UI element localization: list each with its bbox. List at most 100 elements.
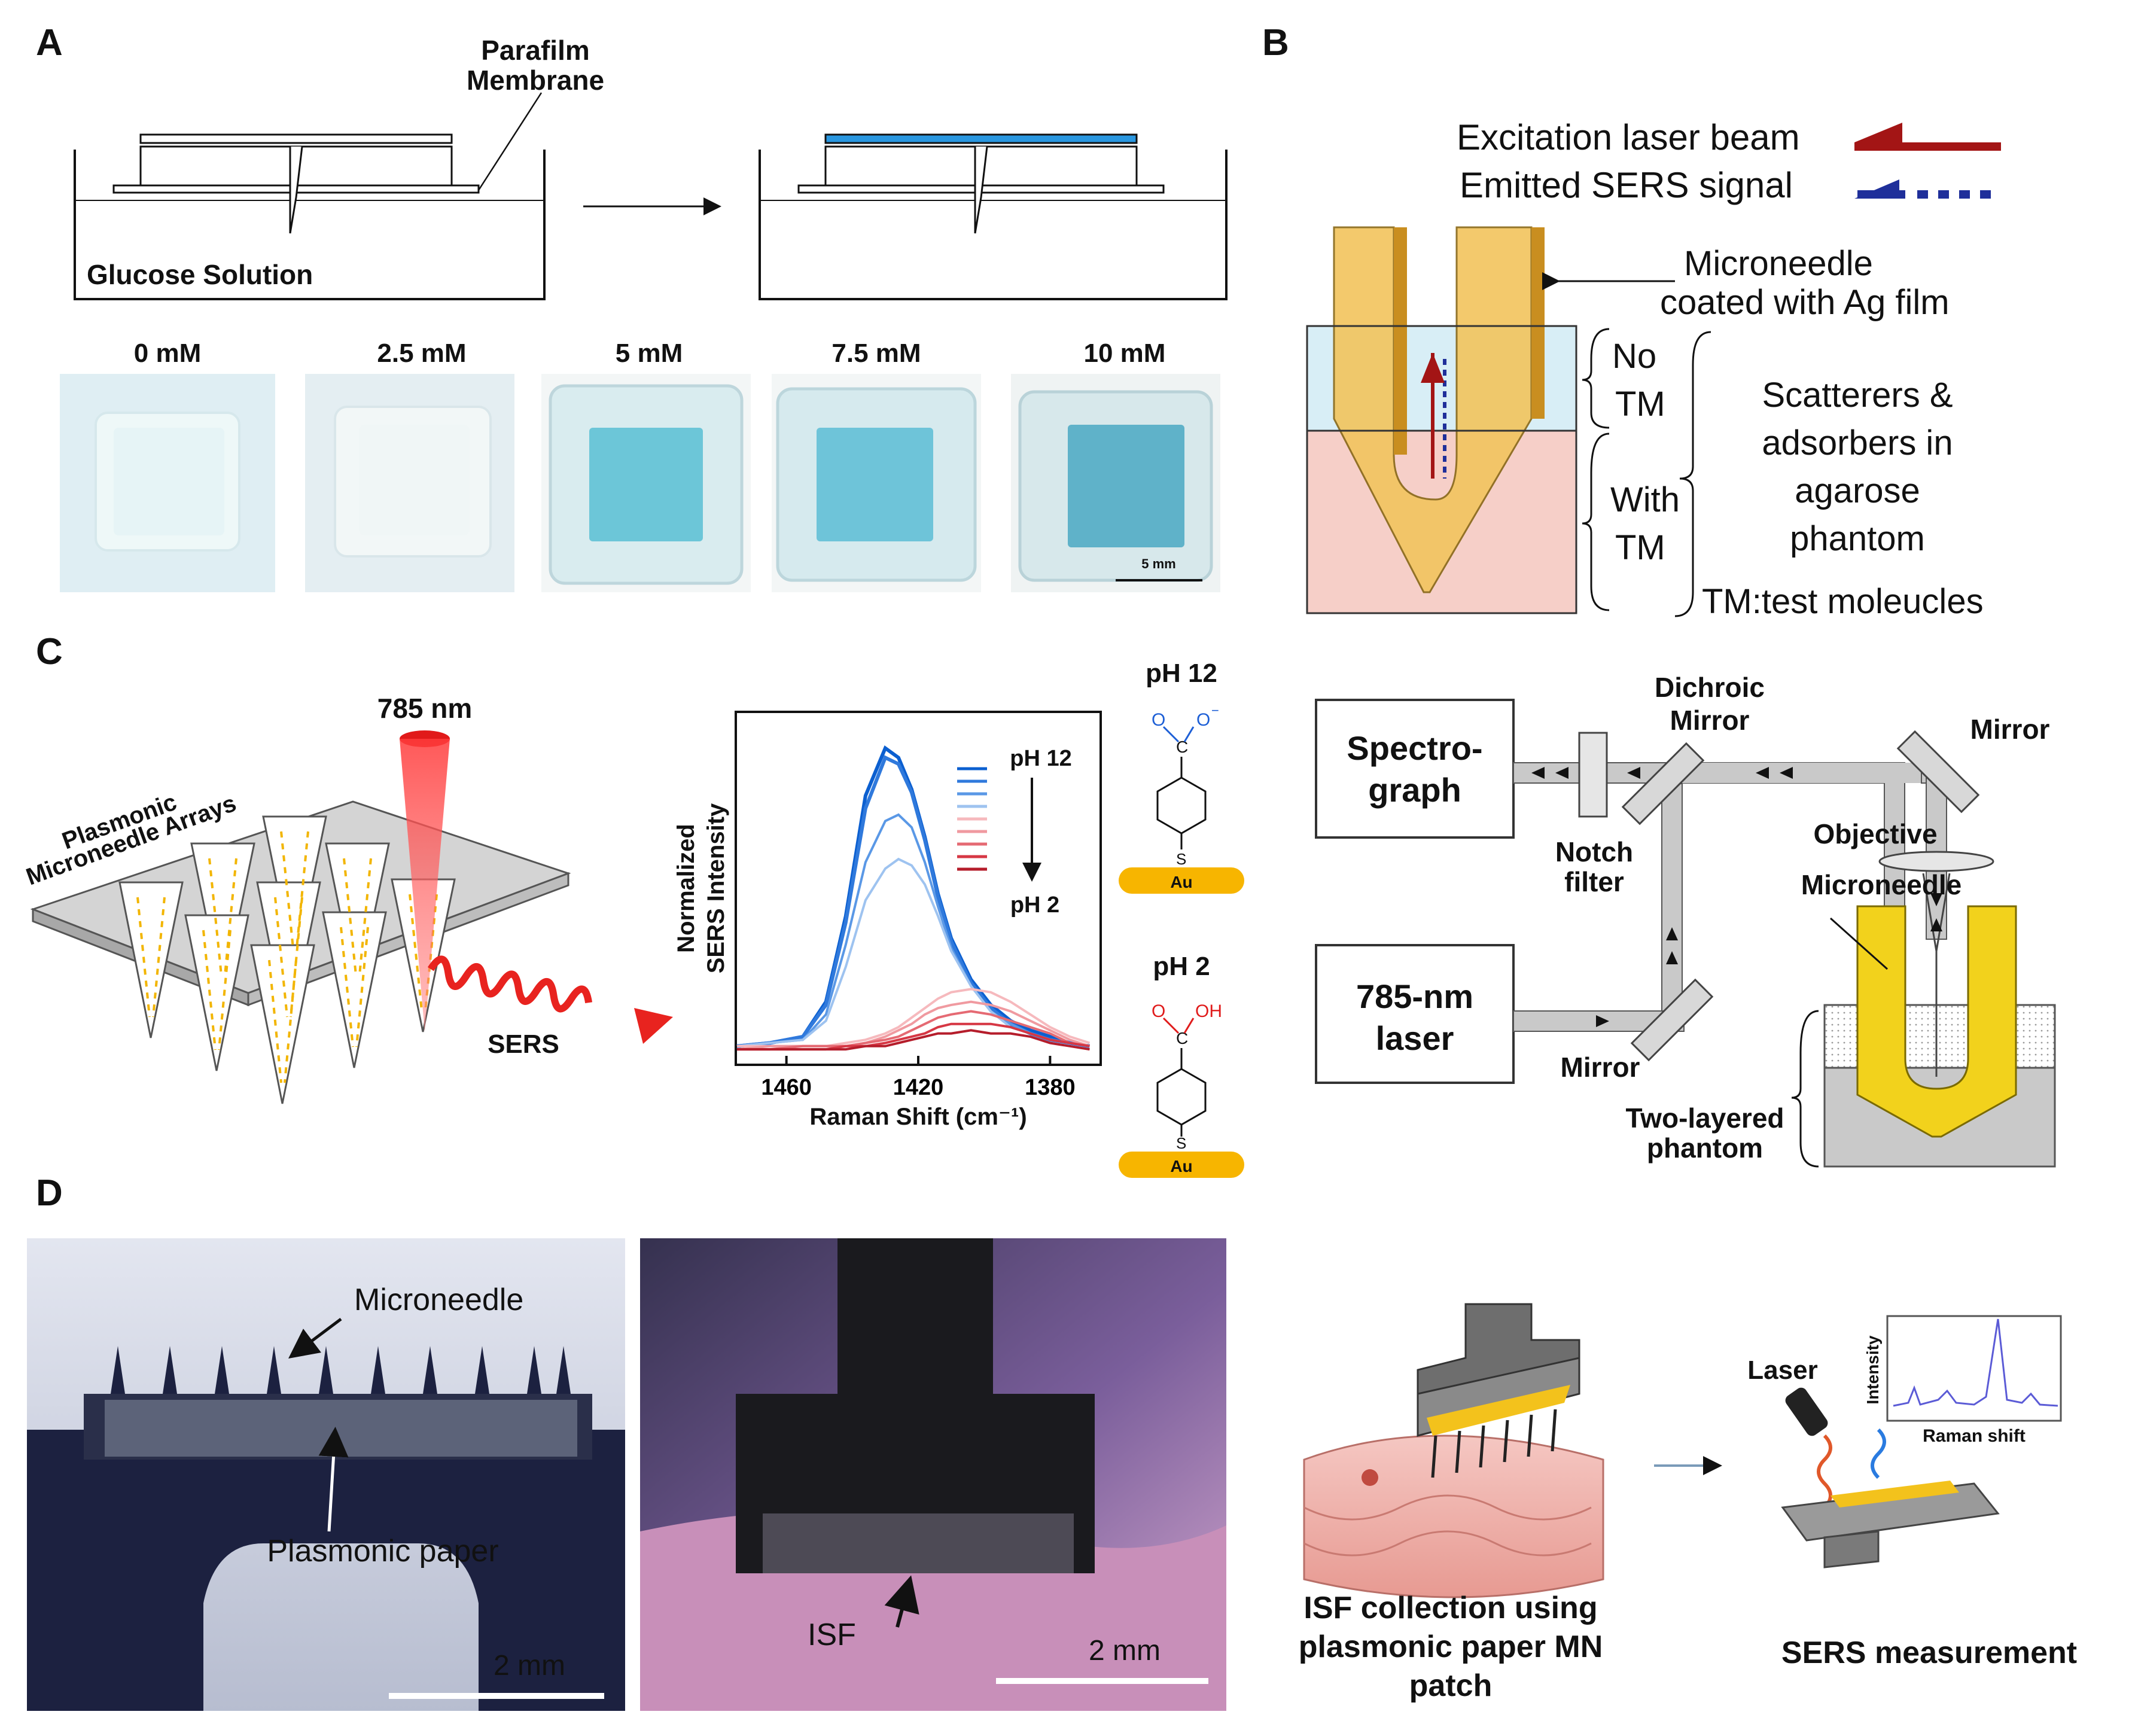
photo-skin-patch: ISF 2 mm [640,1238,1226,1711]
inset-spectrum [1893,1318,2058,1407]
panel-letter-d: D [36,1172,63,1214]
photo2-isf-label: ISF [808,1618,856,1652]
chart-series-line [737,1010,1090,1051]
concentration-label: 5 mM [616,339,683,368]
needle-array [118,815,456,1104]
phantom-bracket [1791,1010,1819,1168]
laser-wavelength: 785 nm [377,693,473,724]
beaker-after [759,133,1228,300]
patch-square [817,428,933,541]
panel-b: B Excitation laser beam Emitted SERS sig… [1262,22,2001,621]
o-minus-atom: O [1196,710,1210,730]
ph2-label: pH 2 [1153,952,1210,981]
au-surface [1119,867,1244,894]
x-tick-label: 1420 [893,1075,944,1100]
laser-label: 785-nm [1356,977,1473,1015]
patch-square [359,425,470,535]
legend-emitted-label: Emitted SERS signal [1460,165,1793,205]
legend-excitation-label: Excitation laser beam [1457,117,1800,157]
microneedle-setup-label: Microneedle [1801,869,1962,900]
ph12-label: pH 12 [1146,659,1217,688]
photo1-paper-label: Plasmonic paper [267,1534,498,1569]
minus-sign: − [1211,703,1219,718]
needle-hatches [136,831,438,1083]
laser-label: Laser [1747,1356,1817,1385]
bracket-no-tm [1582,328,1610,429]
notch-label-2: filter [1564,866,1624,897]
collection-caption: patch [1409,1668,1493,1703]
o-atom: O [1152,1001,1165,1021]
molecule-ph2: pH 2 O OH C S Au [1119,952,1244,1178]
phantom-label: Two-layered [1626,1102,1784,1134]
chart-series-line [737,1029,1090,1051]
laser-cone [400,739,450,1032]
beaker-before [74,92,546,300]
membrane-label: Membrane [467,65,604,96]
inset-chart-frame [1886,1315,2062,1422]
photo-microneedle-patch: Microneedle Plasmonic paper 2 mm [27,1238,625,1711]
oh-group: OH [1195,1001,1222,1021]
patch-photo [541,374,751,592]
chart-xlabel: Raman Shift (cm⁻¹) [809,1104,1027,1130]
x-tick-label: 1380 [1025,1075,1076,1100]
microneedle-label: Microneedle [1684,244,1873,283]
chart-ylabel-2: SERS Intensity [703,803,729,973]
au-label: Au [1170,873,1192,891]
inset-ylabel: Intensity [1863,1335,1882,1405]
concentration-label: 7.5 mM [832,339,921,368]
x-tick-label: 1460 [761,1075,812,1100]
au-label: Au [1170,1157,1192,1175]
panel-letter-b: B [1262,22,1289,63]
au-surface [1119,1152,1244,1178]
spectrograph-box [1315,699,1515,839]
sers-label: SERS [488,1030,559,1059]
legend-bottom-label: pH 2 [1010,893,1059,918]
photo1-scale-label: 2 mm [494,1650,565,1682]
molecule-ph12: pH 12 O O − C S Au [1119,659,1244,894]
o-atom: O [1152,710,1165,730]
panel-d: D Microneedle Plasmonic paper 2 mm [27,1172,2077,1711]
panel-letter-c: C [36,631,63,672]
beam-arrows [1531,767,1942,1027]
phantom-diagram [1306,226,1675,614]
sers-arrowhead [634,1008,673,1044]
no-tm-label: No [1612,337,1656,376]
mirror-bottom-label: Mirror [1561,1052,1640,1083]
sers-measurement-schematic: Laser Intensity Raman shift SERS measure… [1747,1315,2077,1670]
chart-ticks: 1460 1420 1380 [761,1056,1076,1100]
concentration-series: 0 mM 2.5 mM 5 mM 7.5 mM 10 mM [60,339,1220,592]
notch-filter [1578,732,1608,818]
patch-photo [1011,374,1220,592]
mirror-top [1896,730,1980,814]
concentration-label: 2.5 mM [377,339,466,368]
chart-ylabel-1: Normalized [673,824,699,953]
notch-label: Notch [1555,836,1633,867]
isf-collection-schematic: ISF collection using plasmonic paper MN … [1299,1303,1604,1703]
phantom-line: agarose [1795,471,1920,510]
excitation-arrow [1854,123,2001,151]
collection-caption: plasmonic paper MN [1299,1630,1603,1664]
with-tm-label: With [1610,480,1680,519]
bracket-phantom [1674,331,1711,617]
phantom-line: Scatterers & [1762,376,1953,415]
scale-bar-label: 5 mm [1141,556,1175,571]
c-atom: C [1176,738,1188,756]
microneedle-shape [1856,905,2017,1138]
mirror-bottom [1630,978,1714,1062]
concentration-label: 0 mM [134,339,201,368]
spectrograph-label-2: graph [1368,771,1461,809]
patch-square [1068,425,1184,547]
concentration-label: 10 mM [1084,339,1166,368]
photo1-needle-label: Microneedle [354,1283,523,1317]
patch-square [114,428,224,535]
laser-box [1315,944,1515,1084]
mirror-top-label: Mirror [1970,714,2050,745]
glucose-solution-label: Glucose Solution [87,259,313,290]
bracket-with-tm [1582,433,1610,611]
inset-xlabel: Raman shift [1923,1426,2026,1446]
optical-setup: Spectro- graph 785-nm laser Notch filter… [1315,672,2056,1168]
parafilm-label: Parafilm [481,35,590,66]
patch-photo [60,374,275,592]
collection-caption: ISF collection using [1303,1591,1597,1625]
